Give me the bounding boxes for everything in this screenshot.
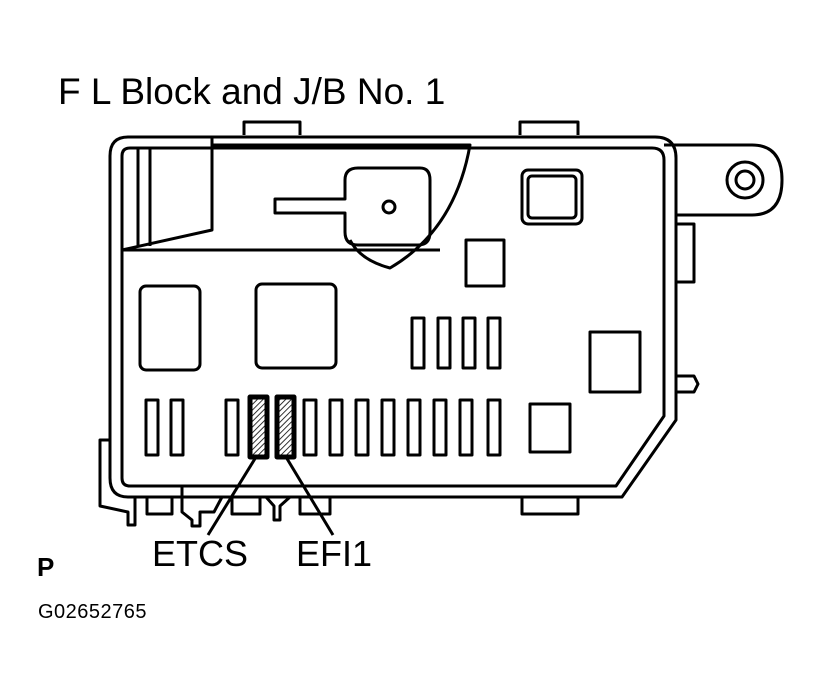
- fuse-efi1: [274, 394, 297, 460]
- relay-right: [588, 330, 642, 394]
- fuse: [436, 316, 452, 370]
- label-etcs: ETCS: [152, 533, 249, 574]
- fuse: [458, 398, 474, 457]
- left-strap: [136, 148, 152, 246]
- housing-outline: [108, 135, 678, 499]
- side-tab-upper: [674, 222, 696, 284]
- key-relay-hole: [381, 199, 397, 215]
- label-efi1: EFI1: [296, 533, 373, 574]
- fuse: [354, 398, 370, 457]
- fuse: [169, 398, 185, 457]
- fuse: [224, 398, 240, 457]
- corner-mark: P: [37, 552, 55, 582]
- relay-top-right: [520, 168, 584, 226]
- bracket-hole-inner: [734, 169, 756, 191]
- fuse-group-upper: [410, 316, 502, 370]
- relay-lower-right: [528, 402, 572, 454]
- mounting-bracket: [664, 143, 784, 217]
- fuse: [432, 398, 448, 457]
- bottom-tab: [298, 495, 332, 516]
- fuse: [461, 316, 477, 370]
- bottom-tab: [145, 495, 174, 516]
- side-tab-pointer: [676, 374, 700, 394]
- relay-top-right-inner: [526, 174, 578, 220]
- relay-mid-small: [464, 238, 506, 288]
- fuse: [486, 398, 502, 457]
- fuse: [486, 316, 502, 370]
- bottom-tab: [230, 495, 262, 516]
- housing-inner: [120, 146, 666, 488]
- key-relay: [273, 166, 432, 247]
- relay-large-center: [254, 282, 338, 370]
- bottom-tab-right: [520, 495, 580, 516]
- left-foot: [98, 438, 137, 527]
- bottom-connector-a: [180, 487, 224, 528]
- upper-compartment: [120, 137, 440, 252]
- diagram-title: F L Block and J/B No. 1: [58, 71, 446, 112]
- fuse: [144, 398, 160, 457]
- relay-large-left: [138, 284, 202, 372]
- fuse: [328, 398, 344, 457]
- top-tab-right: [518, 120, 580, 135]
- relay-shell: [212, 143, 472, 270]
- fuse-etcs: [247, 394, 270, 460]
- top-tab-left: [242, 120, 302, 135]
- figure-code: G02652765: [38, 601, 148, 623]
- bracket-hole-outer: [725, 160, 765, 200]
- fuse-row-lower: [144, 398, 502, 457]
- fuse: [380, 398, 396, 457]
- fuse: [406, 398, 422, 457]
- bottom-connector-b: [264, 495, 292, 522]
- fuse: [302, 398, 318, 457]
- fuse: [410, 316, 426, 370]
